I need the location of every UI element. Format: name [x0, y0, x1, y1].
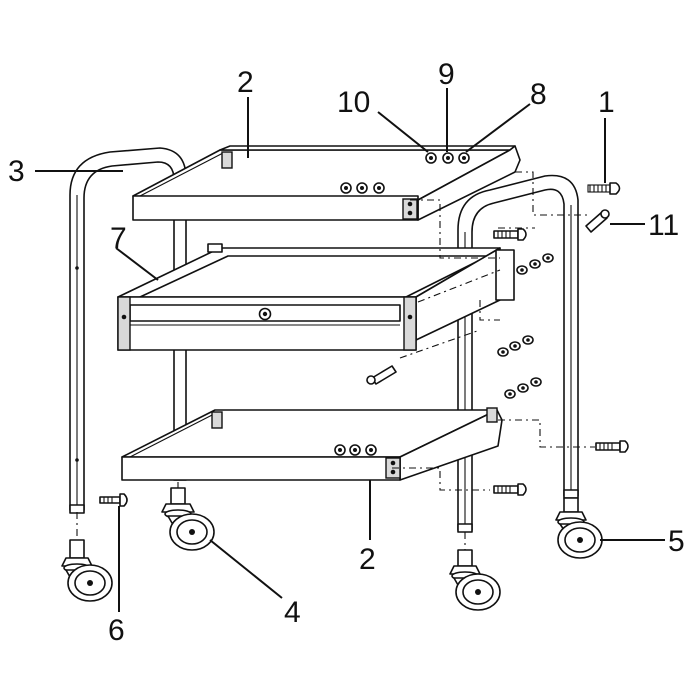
assembly-lines	[76, 171, 595, 550]
callout-labels: 1 2 2 3 4 5 6 7 8 9 10 11	[8, 58, 685, 647]
callout-9: 9	[438, 58, 455, 91]
nut-washer-set-drawer-upper	[516, 253, 554, 275]
leader-4	[209, 539, 283, 599]
bolt-drawer	[366, 365, 397, 385]
leader-10	[377, 111, 429, 153]
bolt-1	[587, 182, 621, 195]
callout-1: 1	[598, 86, 615, 119]
nut-washer-set-drawer-lower	[497, 335, 534, 357]
nut-washer-set-bottom-front	[334, 444, 377, 456]
callout-5: 5	[668, 525, 685, 558]
leader-lines	[35, 88, 665, 612]
callout-2-top: 2	[237, 66, 254, 99]
caster-front-right	[449, 549, 501, 611]
callout-2-bottom: 2	[359, 543, 376, 576]
drawer	[117, 243, 515, 351]
bolt-lower-shelf	[493, 483, 527, 496]
callout-10: 10	[337, 86, 370, 119]
bolt-lower-right	[595, 440, 629, 453]
leader-7	[115, 247, 159, 281]
bolt-11	[585, 209, 610, 233]
bottom-shelf	[121, 407, 503, 481]
nut-washer-set-top-front	[340, 182, 385, 194]
callout-7: 7	[110, 222, 127, 255]
callout-4: 4	[284, 596, 301, 629]
bolt-6	[99, 493, 128, 507]
caster-rear-right	[555, 497, 603, 559]
nut-washer-set-bottom-rear	[504, 377, 542, 399]
bolt-upper-inner	[493, 228, 527, 241]
callout-3: 3	[8, 155, 25, 188]
callout-8: 8	[530, 78, 547, 111]
nut-washer-set-top	[425, 152, 470, 164]
leader-8	[465, 103, 531, 153]
callout-11: 11	[648, 209, 679, 242]
caster-rear-left	[161, 487, 215, 551]
callout-6: 6	[108, 614, 125, 647]
caster-front-left	[61, 539, 113, 602]
